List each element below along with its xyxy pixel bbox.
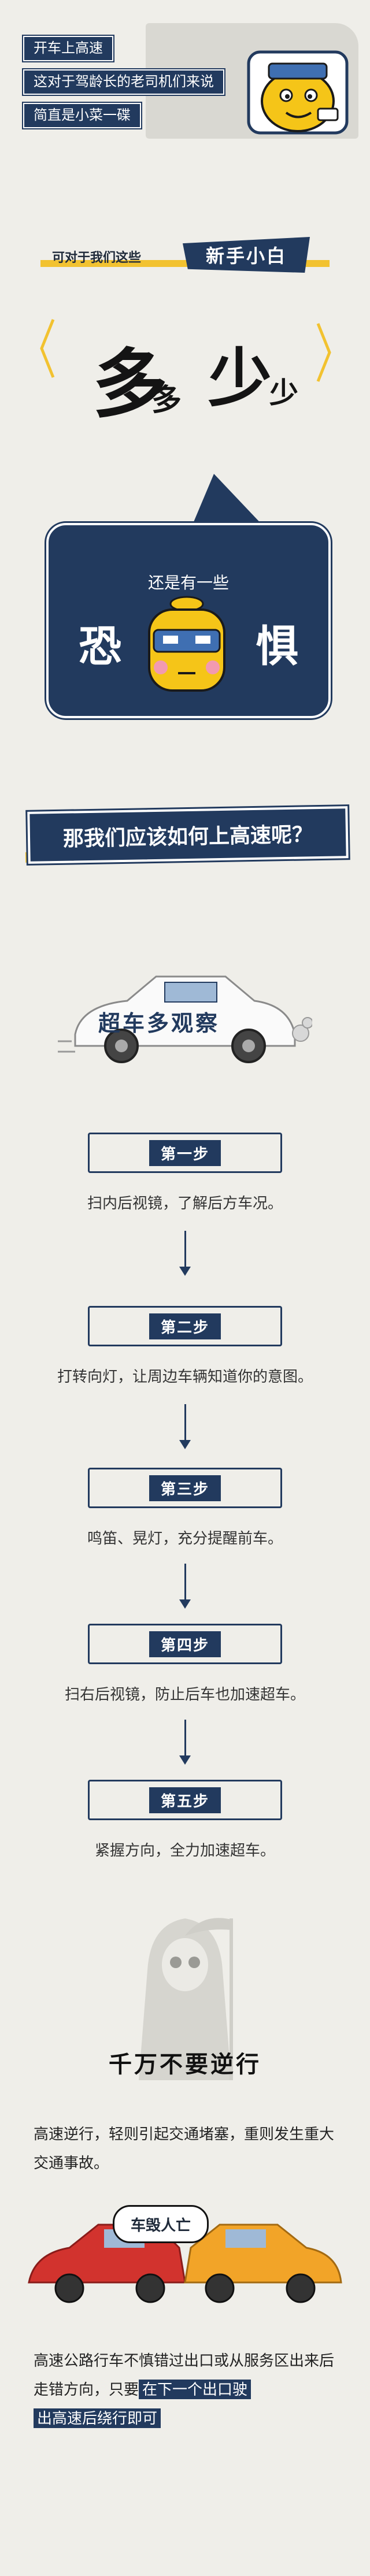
taxi-mascot-icon <box>148 596 225 692</box>
step-5-tag: 第五步 <box>149 1787 221 1813</box>
reverse-title: 千万不要逆行 <box>109 2052 261 2077</box>
step-2-desc: 打转向灯，让周边车辆知道你的意图。 <box>57 1368 313 1385</box>
bubble-fear-right: 惧 <box>256 622 298 670</box>
paragraph-2-highlight-1: 在下一个出口驶 <box>139 2380 251 2399</box>
step-1-box: 第一步 <box>88 1133 282 1173</box>
reverse-paragraph-1: 高速逆行，轻则引起交通堵塞，重则发生重大交通事故。 <box>34 2125 335 2172</box>
arrow-down-icon <box>179 1720 191 1766</box>
bubble-subtitle: 还是有一些 <box>147 574 229 592</box>
crash-label: 车毁人亡 <box>130 2216 191 2234</box>
paragraph-2-highlight-2: 出高速后绕行即可 <box>34 2408 161 2428</box>
step-4-box: 第四步 <box>88 1624 282 1664</box>
banner-label: 可对于我们这些 <box>52 250 142 265</box>
question-heading: 那我们应该如何上高速呢？ <box>27 806 349 864</box>
grim-reaper-icon <box>139 1918 233 2080</box>
step-4-tag: 第四步 <box>149 1631 221 1657</box>
bracket-left-icon <box>40 319 55 378</box>
banner-tag: 新手小白 <box>183 237 310 273</box>
overtaking-car-icon <box>58 975 312 1063</box>
intro-line-2: 这对于驾龄长的老司机们来说 <box>23 69 224 95</box>
bracket-right-icon <box>316 323 331 382</box>
big-char-shao: 少 <box>208 341 272 415</box>
reverse-paragraph-2: 高速公路行车不慎错过出口或从服务区出来后走错方向，只要在下一个出口驶 出高速后绕… <box>34 2346 336 2433</box>
step-4-desc: 扫右后视镜，防止后车也加速超车。 <box>64 1686 305 1703</box>
step-3-desc: 鸣笛、晃灯，充分提醒前车。 <box>87 1530 283 1547</box>
bubble-tail <box>191 474 266 529</box>
step-3-box: 第三步 <box>88 1468 282 1508</box>
mascot-driver-icon <box>247 50 349 135</box>
step-1-tag: 第一步 <box>149 1139 221 1166</box>
step-3-tag: 第三步 <box>149 1475 221 1501</box>
overtake-title: 超车多观察 <box>98 1012 220 1036</box>
big-char-duo: 多 <box>92 340 168 428</box>
intro-line-3: 简直是小菜一碟 <box>23 103 141 128</box>
small-char-shao: 少 <box>269 376 298 410</box>
step-2-tag: 第二步 <box>149 1313 221 1339</box>
step-5-box: 第五步 <box>88 1780 282 1820</box>
paragraph-2-text: 高速公路行车不慎错过出口或从服务区出来后走错方向，只要 <box>34 2352 335 2398</box>
arrow-down-icon <box>179 1564 191 1610</box>
step-5-desc: 紧握方向，全力加速超车。 <box>94 1842 275 1859</box>
step-2-box: 第二步 <box>88 1306 282 1346</box>
arrow-down-icon <box>179 1404 191 1450</box>
crash-bubble: 车毁人亡 <box>113 2205 209 2243</box>
arrow-down-icon <box>179 1231 191 1277</box>
newbie-banner: 可对于我们这些 新手小白 <box>40 237 330 277</box>
intro-line-1: 开车上高速 <box>23 36 113 61</box>
step-1-desc: 扫内后视镜，了解后方车况。 <box>87 1194 283 1212</box>
bubble-fear-left: 恐 <box>79 622 121 670</box>
small-char-duo: 多 <box>151 383 182 418</box>
